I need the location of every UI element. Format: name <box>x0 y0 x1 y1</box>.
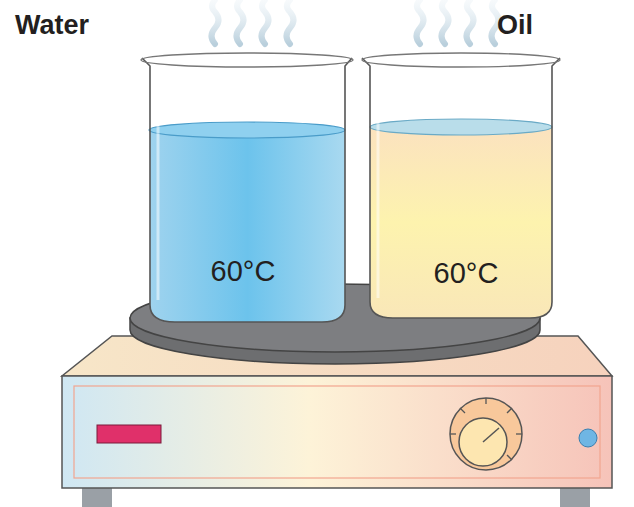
steam-wisp <box>287 0 294 44</box>
indicator-light <box>97 425 161 443</box>
power-dot <box>579 429 597 447</box>
steam-wisp <box>442 0 449 44</box>
control-knob <box>450 398 522 470</box>
leg <box>560 486 590 507</box>
base-front <box>62 376 612 488</box>
oil-beaker <box>362 53 560 318</box>
liquid-name: Water <box>15 12 89 39</box>
steam-wisp <box>467 0 474 44</box>
liquid-name: Oil <box>497 12 533 39</box>
water-beaker <box>141 53 353 322</box>
front-panel <box>74 386 600 478</box>
leg <box>82 486 112 507</box>
steam-wisp <box>417 0 424 44</box>
steam-wisp <box>212 0 219 44</box>
steam-wisp <box>262 0 269 44</box>
temperature-label: 60°C <box>211 257 276 286</box>
steam-wisp <box>237 0 244 44</box>
temperature-label: 60°C <box>434 259 499 288</box>
steam <box>212 0 499 44</box>
